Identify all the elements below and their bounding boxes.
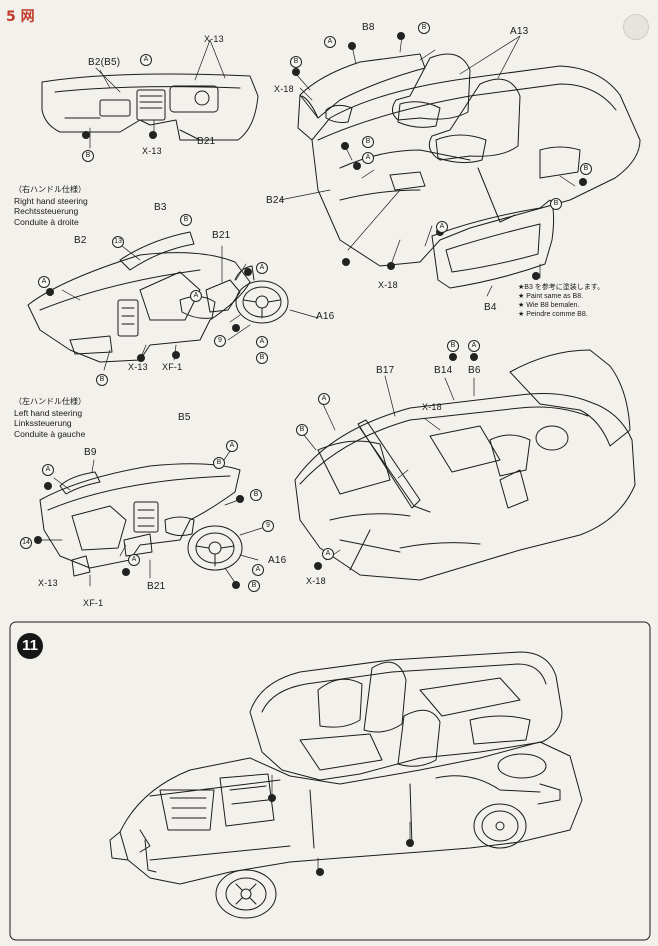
marker-9-left: 9 (262, 520, 274, 532)
label-x18-tub: X-18 (274, 84, 294, 94)
marker-13-right: 13 (112, 236, 124, 248)
corner-decoration-icon (623, 14, 649, 40)
left-hand-de: Linkssteuerung (14, 418, 72, 428)
paint-note-de: ★ Wie B8 bemalen. (518, 302, 580, 309)
right-hand-de: Rechtssteuerung (14, 206, 79, 216)
marker-a-left4: A (252, 564, 264, 576)
car-chassis-assembly (109, 651, 583, 919)
label-a13: A13 (510, 26, 529, 37)
label-a16-left: A16 (268, 555, 287, 566)
marker-a-tub1: A (324, 36, 336, 48)
marker-a-left2: A (42, 464, 54, 476)
tub-with-seats (297, 53, 641, 289)
right-hand-fr: Conduite à droite (14, 216, 79, 227)
left-hand-fr: Conduite à gauche (14, 428, 86, 439)
dashboard-right-hand-assembly (27, 231, 289, 363)
marker-a-right2: A (38, 276, 50, 288)
label-x18-console2: X-18 (306, 576, 326, 586)
marker-b-top: B (82, 150, 94, 162)
label-b6: B6 (468, 365, 481, 376)
label-b24: B24 (266, 195, 285, 206)
label-b17: B17 (376, 365, 395, 376)
marker-b-tub2: B (362, 136, 374, 148)
label-b2b5: B2(B5) (88, 57, 121, 68)
paint-note: ★B3 を参考に塗装します。 ★ Paint same as B8. ★ Wie… (518, 283, 604, 319)
marker-b-left2: B (250, 489, 262, 501)
label-b9: B9 (84, 447, 97, 458)
label-x13-top: X-13 (204, 34, 224, 44)
label-x18-console: X-18 (422, 402, 442, 412)
marker-14-left: 14 (20, 537, 32, 549)
paint-note-fr: ★ Peindre comme B8. (518, 311, 588, 318)
screw-markers (34, 32, 587, 876)
marker-a-console1: A (468, 340, 480, 352)
left-hand-steering-text: （左ハンドル仕様） Left hand steering Linkssteuer… (14, 397, 86, 439)
marker-a-tub3: A (436, 221, 448, 233)
label-x13-right: X-13 (128, 362, 148, 372)
marker-b-left3: B (248, 580, 260, 592)
step-11-number: 11 (17, 633, 43, 659)
label-xf1-left: XF-1 (83, 598, 104, 608)
marker-b-right: B (256, 352, 268, 364)
label-b21-left: B21 (147, 581, 166, 592)
dashboard-left-hand-assembly (39, 463, 243, 577)
marker-9-right: 9 (214, 335, 226, 347)
marker-b-right2: B (96, 374, 108, 386)
label-b21-right: B21 (212, 230, 231, 241)
marker-a-left1: A (226, 440, 238, 452)
label-b3: B3 (154, 202, 167, 213)
marker-a-console2: A (318, 393, 330, 405)
marker-a-right3: A (190, 290, 202, 302)
watermark-logo: 5 网 (6, 9, 35, 25)
label-x13-left: X-13 (38, 578, 58, 588)
tub-with-console (294, 349, 636, 581)
marker-b-left1: B (213, 457, 225, 469)
label-b21-top: B21 (197, 136, 216, 147)
right-hand-en: Right hand steering (14, 195, 88, 206)
marker-b-tub4: B (550, 198, 562, 210)
label-b14: B14 (434, 365, 453, 376)
paint-note-jp: ★B3 を参考に塗装します。 (518, 284, 605, 291)
marker-a-tub2: A (362, 152, 374, 164)
marker-a-right1: A (256, 262, 268, 274)
left-hand-en: Left hand steering (14, 407, 83, 418)
marker-a-left3: A (128, 554, 140, 566)
left-hand-jp: （左ハンドル仕様） (14, 397, 86, 406)
marker-a-top: A (140, 54, 152, 66)
label-xf1-right: XF-1 (162, 362, 183, 372)
label-b4: B4 (484, 302, 497, 313)
marker-b-tub3: B (580, 163, 592, 175)
marker-b-tub1: B (290, 56, 302, 68)
label-b8: B8 (362, 22, 375, 33)
marker-b-b3: B (180, 214, 192, 226)
marker-b-b8: B (418, 22, 430, 34)
marker-a-right4: A (256, 336, 268, 348)
label-a16-right: A16 (316, 311, 335, 322)
paint-note-en: ★ Paint same as B8. (518, 293, 584, 300)
marker-a-console3: A (322, 548, 334, 560)
marker-b-console2: B (296, 424, 308, 436)
marker-b-console1: B (447, 340, 459, 352)
right-hand-steering-text: （右ハンドル仕様） Right hand steering Rechtssteu… (14, 185, 88, 227)
label-x18-tub2: X-18 (378, 280, 398, 290)
dashboard-upper-part (41, 73, 259, 141)
right-hand-jp: （右ハンドル仕様） (14, 185, 86, 194)
label-x13-top2: X-13 (142, 146, 162, 156)
label-b2: B2 (74, 235, 87, 246)
label-b5: B5 (178, 412, 191, 423)
